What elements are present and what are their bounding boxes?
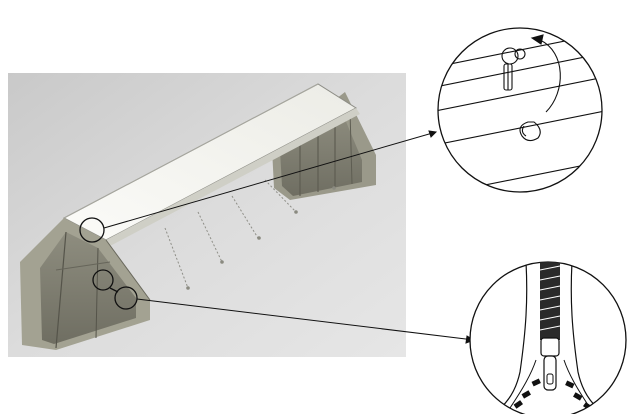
zipper-detail xyxy=(469,261,627,414)
clip-fastener-detail xyxy=(437,27,603,193)
frame-feet xyxy=(186,186,336,290)
tent-roof xyxy=(62,83,360,246)
door-marker-lower xyxy=(114,286,138,310)
curved-arrow-icon xyxy=(539,39,561,113)
leader-to-zipper-detail xyxy=(136,298,475,341)
model-callout-markers xyxy=(79,217,138,310)
tent-near-end xyxy=(20,218,151,350)
leader-to-clip-detail xyxy=(103,131,437,229)
loop-ring-icon xyxy=(519,121,541,142)
zipper-pull-tab-icon xyxy=(543,355,557,391)
leader-lines xyxy=(103,130,476,344)
roof-edge-marker xyxy=(79,217,105,243)
door-marker-upper xyxy=(92,269,114,291)
frame-guides xyxy=(164,179,297,289)
zipper-slider-icon xyxy=(540,337,560,357)
